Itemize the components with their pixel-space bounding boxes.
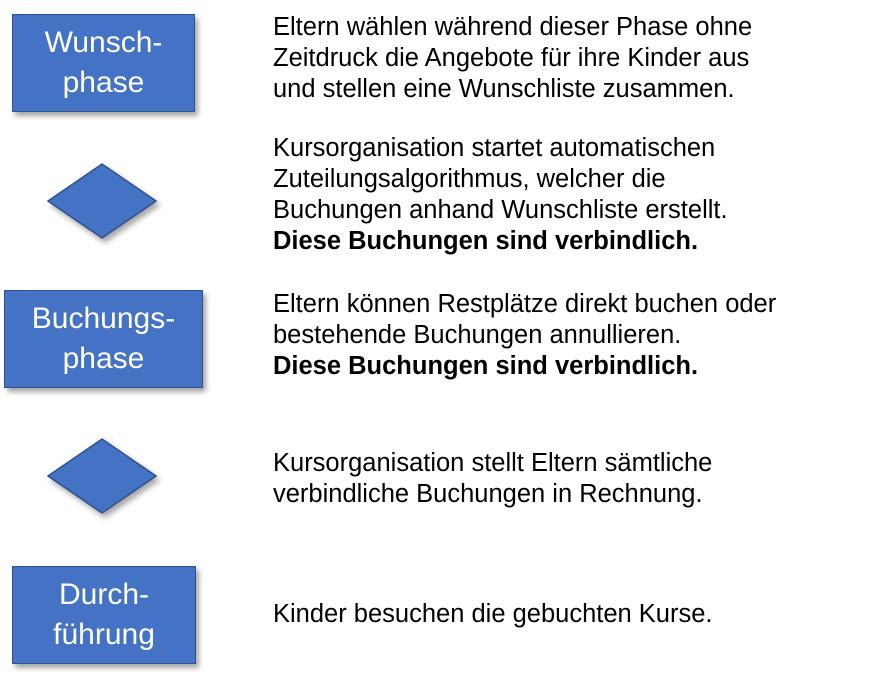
phase-label-line: Durch- (58, 578, 149, 611)
binding-note: Diese Buchungen sind verbindlich. (273, 227, 699, 255)
phase-label-line: phase (62, 66, 145, 99)
decision-diamond-allocation (47, 163, 157, 239)
phase-box-buchungsphase: Buchungs- phase (4, 290, 203, 388)
description-line: verbindliche Buchungen in Rechnung. (273, 480, 703, 508)
description-line: Kinder besuchen die gebuchten Kurse. (273, 600, 713, 628)
phase-label-line: Buchungs- (31, 302, 176, 335)
description-line: Zuteilungsalgorithmus, welcher die (273, 165, 666, 193)
phase-label-line: führung (53, 618, 155, 651)
description-line: bestehende Buchungen annullieren. (273, 321, 682, 349)
binding-note: Diese Buchungen sind verbindlich. (273, 352, 699, 380)
step-description-invoicing: Kursorganisation stellt Eltern sämtliche… (273, 448, 868, 510)
phase-label-line: Wunsch- (44, 26, 163, 59)
description-line: Kursorganisation stellt Eltern sämtliche (273, 449, 713, 477)
step-description-allocation: Kursorganisation startet automatischen Z… (273, 133, 868, 257)
description-line: Zeitdruck die Angebote für ihre Kinder a… (273, 44, 750, 72)
step-description-durchfuehrung: Kinder besuchen die gebuchten Kurse. (273, 599, 868, 630)
description-line: Kursorganisation startet automatischen (273, 134, 716, 162)
description-line: Eltern können Restplätze direkt buchen o… (273, 290, 777, 318)
step-description-buchungsphase: Eltern können Restplätze direkt buchen o… (273, 289, 868, 382)
step-description-wunschphase: Eltern wählen während dieser Phase ohne … (273, 12, 868, 105)
phase-label-line: phase (62, 342, 145, 375)
description-line: Buchungen anhand Wunschliste erstellt. (273, 196, 728, 224)
phase-box-wunschphase: Wunsch- phase (12, 14, 195, 112)
description-line: Eltern wählen während dieser Phase ohne (273, 13, 753, 41)
diamond-shape (47, 438, 157, 514)
decision-diamond-invoicing (47, 438, 157, 514)
description-line: und stellen eine Wunschliste zusammen. (273, 75, 735, 103)
diamond-shape (47, 163, 157, 239)
phase-box-durchfuehrung: Durch- führung (12, 566, 196, 664)
